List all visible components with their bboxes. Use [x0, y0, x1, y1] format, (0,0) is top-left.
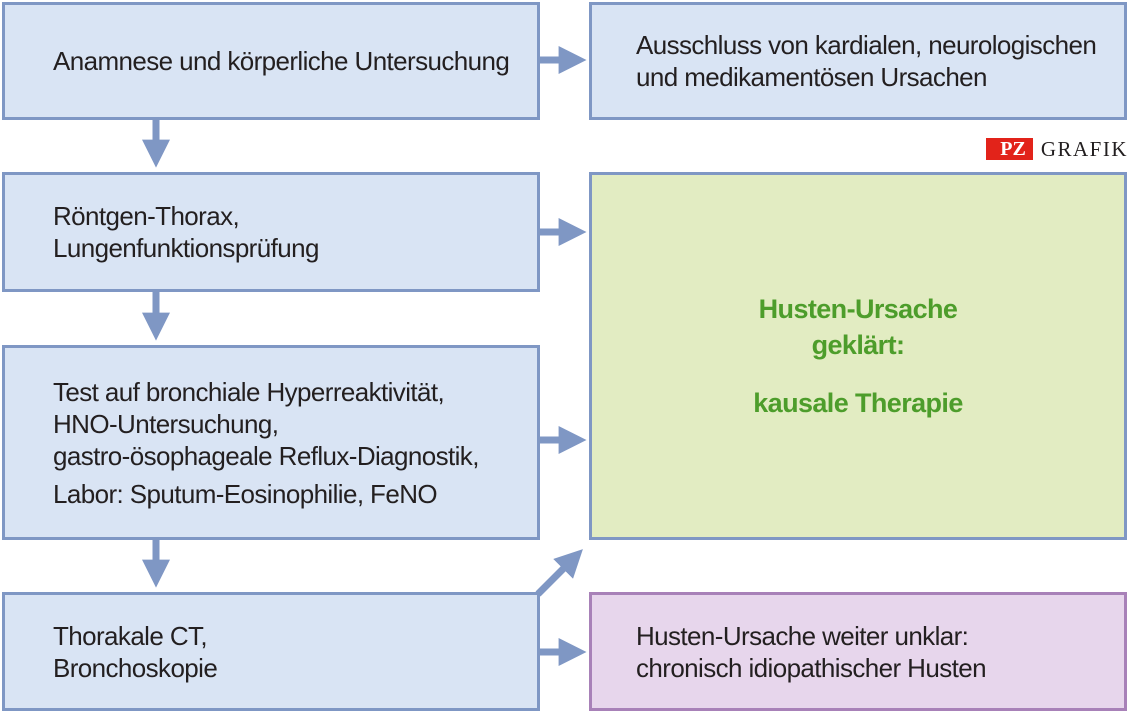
step-ct: Thorakale CT, Bronchoskopie: [2, 592, 540, 711]
pz-grafik-logo: PZ GRAFIK: [986, 137, 1128, 161]
step-tests-line-3: gastro-ösophageale Reflux-Diagnostik,: [53, 440, 479, 471]
step-ct-line-1: Thorakale CT,: [53, 620, 208, 651]
step-anamnese: Anamnese und körperliche Untersuchung: [2, 2, 540, 120]
outcome-exclusion-line-2: und medikamentösen Ursachen: [636, 62, 988, 92]
outcome-unresolved-line-1: Husten-Ursache weiter unklar:: [636, 620, 969, 651]
step-tests-line-4: Labor: Sputum-Eosinophilie, FeNO: [53, 478, 438, 509]
step-ct-line-2: Bronchoskopie: [53, 652, 218, 683]
outcome-unresolved-line-2: chronisch idiopathischer Husten: [636, 652, 987, 683]
outcome-resolved-line-2: geklärt:: [811, 330, 905, 360]
step-roentgen-line-2: Lungenfunktionsprüfung: [53, 233, 319, 263]
step-tests-line-1: Test auf bronchiale Hyperreaktivität,: [53, 376, 445, 407]
step-tests-line-2: HNO-Untersuchung,: [53, 408, 279, 439]
step-anamnese-line-1: Anamnese und körperliche Untersuchung: [53, 46, 510, 76]
step-roentgen: Röntgen-Thorax, Lungenfunktionsprüfung: [2, 172, 540, 292]
arrow-step4-to-resolved-diagonal: [535, 549, 583, 597]
grafik-logo-text: GRAFIK: [1040, 136, 1128, 161]
step-roentgen-line-1: Röntgen-Thorax,: [53, 201, 240, 231]
outcome-resolved-therapy: kausale Therapie: [753, 388, 963, 418]
step-tests: Test auf bronchiale Hyperreaktivität, HN…: [2, 345, 540, 540]
outcome-resolved-line-1: Husten-Ursache: [758, 294, 958, 324]
outcome-exclusion-line-1: Ausschluss von kardialen, neurologischen: [636, 30, 1097, 60]
outcome-exclusion: Ausschluss von kardialen, neurologischen…: [589, 2, 1127, 120]
pz-logo-badge: PZ: [986, 138, 1033, 160]
outcome-resolved: Husten-Ursache geklärt: kausale Therapie: [589, 172, 1127, 540]
outcome-unresolved: Husten-Ursache weiter unklar: chronisch …: [589, 592, 1127, 711]
